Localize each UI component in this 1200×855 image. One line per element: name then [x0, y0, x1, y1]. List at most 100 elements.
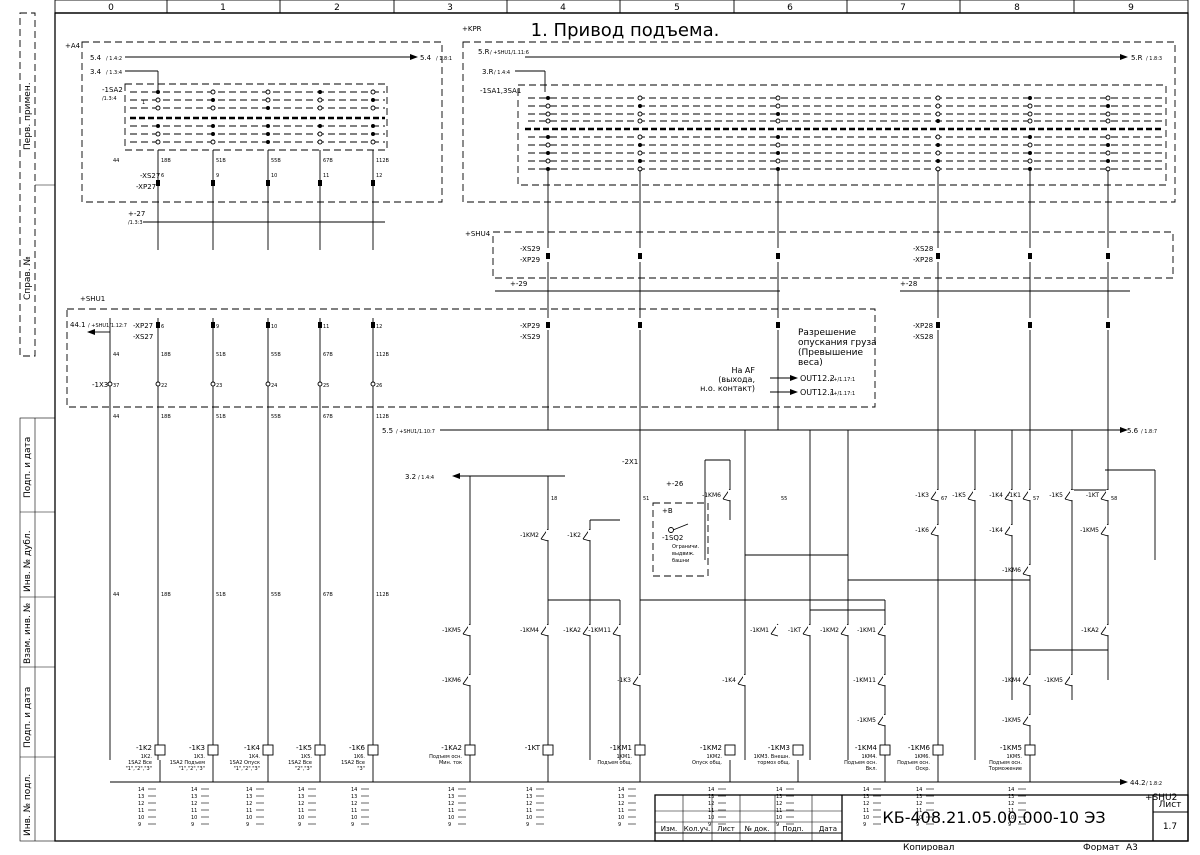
switch-contact	[155, 105, 161, 111]
connector-xp29-b: -XP29	[520, 322, 540, 330]
switch-contact	[935, 150, 941, 156]
contact-tag: -1K5	[952, 492, 966, 499]
contact-symbol	[840, 633, 849, 637]
link-3-2: 3.2	[405, 473, 416, 481]
contact-symbol	[612, 633, 621, 637]
switch-contact	[637, 118, 643, 124]
contact-ref: 14	[298, 787, 304, 793]
wire-label: 51B	[216, 414, 226, 420]
connector-pin	[546, 253, 550, 259]
coil-tag: -1K6	[349, 744, 366, 752]
note-line: На AF	[731, 366, 755, 375]
drawing-code: КБ-408.21.05.00.000-10 ЭЗ	[882, 808, 1105, 827]
switch-contact	[1028, 167, 1032, 171]
contact-ref: 13	[618, 794, 624, 800]
wire-label: 44	[113, 592, 119, 598]
af-note: На AF (выхода, н.о. контакт)	[700, 366, 755, 393]
switch-contact	[637, 150, 643, 156]
coil-desc: тормоз общ.	[757, 760, 790, 766]
switch-contact	[266, 124, 270, 128]
switch-contact	[935, 111, 941, 117]
wire-label: 18	[551, 496, 557, 502]
switch-contact	[156, 124, 160, 128]
contact-gap	[776, 625, 780, 635]
connector-pin	[936, 253, 940, 259]
coil-desc: 1KM3. Внешн.	[754, 754, 791, 760]
switch-contact	[318, 124, 322, 128]
link-ref: / 1.8:7	[1141, 429, 1157, 435]
contact-ref: 14	[191, 787, 197, 793]
switch-contact	[776, 167, 780, 171]
contact-ref: 13	[191, 794, 197, 800]
contact-symbol	[722, 498, 731, 502]
note-line: Разрешение	[798, 328, 856, 338]
switch-contact	[371, 124, 375, 128]
coil-tag: -1KM5	[1000, 744, 1022, 752]
contact-tag: -1K4	[989, 527, 1003, 534]
diagram-title: 1. Привод подъема.	[531, 20, 720, 41]
contact-symbol	[877, 633, 886, 637]
contact-tag: -1KM2	[520, 532, 539, 539]
coil-desc: 1K3.	[194, 754, 206, 760]
switch-contact	[775, 142, 781, 148]
contact-ref: 9	[708, 822, 711, 828]
wire-label: 55B	[271, 158, 281, 164]
contact-symbol	[930, 498, 939, 502]
limit-switch-1sq2: -1SQ2	[662, 534, 683, 542]
connector-xp28: -XP28	[913, 256, 933, 264]
title-block-column: Подп.	[782, 825, 803, 833]
terminal	[210, 381, 216, 387]
side-label: Подп. и дата	[23, 687, 33, 748]
switch-contact	[1027, 142, 1033, 148]
switch-contact	[210, 105, 216, 111]
connector-xs27-b: -XS27	[133, 333, 153, 341]
link-5-5: 5.5	[382, 427, 393, 435]
title-block-column: Кол.уч.	[684, 825, 710, 833]
switch-contact	[210, 139, 216, 145]
link-3-r: 3.R	[482, 68, 494, 76]
wire-label: 55B	[271, 414, 281, 420]
wire-label: 67B	[323, 592, 333, 598]
wire-label: 24	[271, 383, 277, 389]
contact-gap	[638, 675, 642, 685]
contact-gap	[1010, 490, 1014, 500]
column-number: 5	[674, 3, 680, 13]
wire-label: 112B	[376, 592, 390, 598]
wire-label: 6	[161, 173, 164, 179]
switch-contact	[775, 158, 781, 164]
relay-coil	[464, 744, 476, 756]
coil-tag: -1K5	[296, 744, 312, 752]
title-block-column: № док.	[744, 825, 769, 833]
contact-ref: 14	[916, 787, 922, 793]
contact-ref: 14	[246, 787, 252, 793]
switch-contact	[546, 135, 550, 139]
copied-by: Копировал	[903, 843, 954, 851]
contact-ref: 13	[246, 794, 252, 800]
contact-ref: 11	[916, 808, 922, 814]
contact-ref: 10	[708, 815, 714, 821]
wire-label: 6	[161, 324, 164, 330]
wire-label: 67B	[323, 414, 333, 420]
contact-ref: 10	[246, 815, 252, 821]
contact-ref: 12	[448, 801, 454, 807]
terminal	[107, 381, 113, 387]
side-strip-bottom: Подп. и дата Инв. № дубл. Взам. инв. № П…	[19, 417, 56, 842]
switch-contact	[775, 103, 781, 109]
relay-coil	[262, 744, 274, 756]
switch-contact	[546, 167, 550, 171]
switch-contact	[370, 105, 376, 111]
contact-tag: -1KM11	[588, 627, 611, 634]
contact-symbol	[1064, 683, 1073, 687]
contact-ref: 12	[776, 801, 782, 807]
wire-label: 51B	[216, 352, 226, 358]
note-line: опускания груза	[798, 338, 877, 348]
switch-contact	[936, 119, 940, 123]
wire-label: 51B	[216, 158, 226, 164]
link-ref: / +SHU1/1.10:7	[396, 429, 435, 435]
coil-desc: 1KM2.	[706, 754, 722, 760]
terminal-1x3: -1X3	[92, 381, 108, 389]
column-numbers: 0 1 2 3 4 5 6 7 8 9	[108, 3, 1134, 13]
link-ref: / 1.8:3	[1146, 56, 1162, 62]
coil-tag: -1KM2	[700, 744, 722, 752]
output-12-2: OUT12.2	[800, 374, 835, 383]
